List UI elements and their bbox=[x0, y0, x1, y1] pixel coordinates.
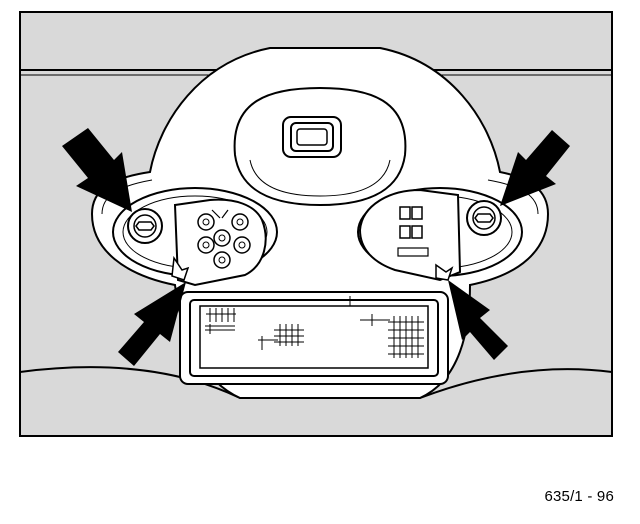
screw-icon bbox=[127, 208, 163, 244]
lens-icon bbox=[205, 296, 424, 358]
arrow-icon bbox=[62, 128, 132, 212]
figure-code: 635/1 - 96 bbox=[544, 488, 614, 505]
screw-icon bbox=[466, 200, 502, 236]
switch-contacts-icon bbox=[397, 206, 429, 257]
left-reading-lamp bbox=[112, 187, 278, 287]
center-dome bbox=[233, 86, 407, 207]
arrow-icon bbox=[118, 282, 186, 366]
arrow-icon bbox=[500, 130, 570, 206]
arrow-icon bbox=[448, 280, 508, 360]
switch-icon bbox=[282, 116, 342, 158]
bulb-socket-icon bbox=[197, 209, 251, 269]
dome-lamp-lens bbox=[179, 291, 449, 385]
right-reading-lamp bbox=[357, 187, 523, 282]
